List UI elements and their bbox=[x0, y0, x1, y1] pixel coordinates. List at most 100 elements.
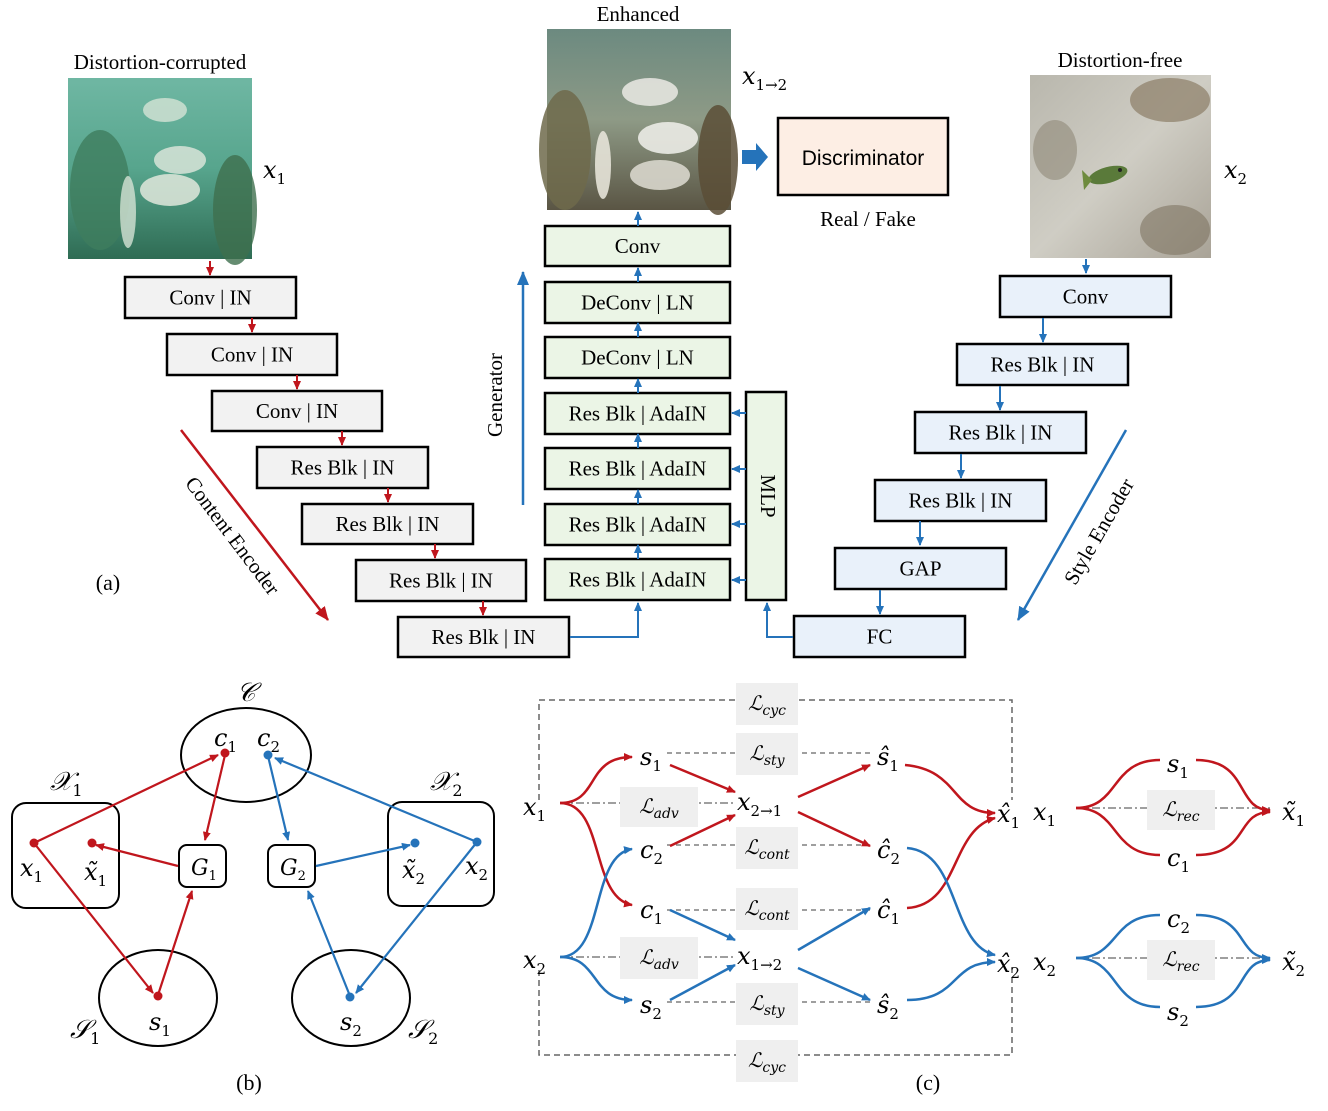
generator-box-6 bbox=[543, 557, 732, 602]
node-s1-top: s1 bbox=[640, 743, 662, 775]
set-s1-label: 𝒮1 bbox=[70, 1015, 100, 1048]
input-image-var: x1 bbox=[263, 156, 286, 188]
style-encoder-box-0 bbox=[998, 274, 1173, 319]
generator-box-3 bbox=[543, 391, 732, 436]
panel-b: 𝒞 𝒳1 𝒳2 𝒮1 𝒮2 c1 c2 x1 x̃1 x̃2 x2 s1 s2 … bbox=[11, 678, 495, 1095]
loss-label-sty-1: ℒsty bbox=[749, 741, 785, 769]
content-encoder-box-5 bbox=[354, 558, 528, 603]
input-image-title: Distortion-corrupted bbox=[74, 50, 247, 74]
ref-image-title: Distortion-free bbox=[1058, 48, 1183, 72]
content-encoder-label-6: Res Blk | IN bbox=[432, 625, 536, 649]
node-x1-right: x1 bbox=[1033, 798, 1056, 830]
discriminator-label: Discriminator bbox=[802, 147, 925, 170]
generator-label-5: Res Blk | AdaIN bbox=[569, 513, 707, 537]
panel-c-label: (c) bbox=[916, 1070, 940, 1095]
style-encoder-label-0: Conv bbox=[1063, 285, 1109, 309]
node-s1: s1 bbox=[149, 1008, 171, 1040]
style-encoder-arrows bbox=[876, 259, 1090, 615]
style-encoder-label-3: Res Blk | IN bbox=[909, 489, 1013, 513]
generator-label-1: DeConv | LN bbox=[581, 291, 694, 315]
to-discriminator-arrow bbox=[742, 143, 768, 171]
node-x2-right: x2 bbox=[1033, 948, 1056, 980]
node-x1: x1 bbox=[20, 854, 43, 886]
cyc-loop-top bbox=[538, 699, 1013, 800]
mlp-label: MLP bbox=[756, 474, 780, 517]
set-x2-box bbox=[387, 801, 495, 907]
loss-label-cyc-0: ℒcyc bbox=[748, 691, 786, 719]
node-c2-hat: ĉ2 bbox=[877, 836, 900, 868]
node-x2-tilde: x̃2 bbox=[1282, 948, 1305, 980]
node-c1-hat: ĉ1 bbox=[877, 896, 900, 928]
input-image bbox=[68, 78, 257, 265]
loss-label-sty-6: ℒsty bbox=[749, 991, 785, 1019]
node-x12: x1→2 bbox=[737, 942, 782, 974]
set-s2-label: 𝒮2 bbox=[408, 1015, 438, 1048]
ref-image-var: x2 bbox=[1224, 156, 1247, 188]
panel-a: Distortion-corrupted x1 Enhanced x1→2 Di… bbox=[68, 2, 1247, 659]
set-c-label: 𝒞 bbox=[237, 678, 263, 708]
node-x21: x2→1 bbox=[737, 788, 782, 820]
panel-b-red-arrows bbox=[33, 754, 227, 996]
node-x1-left-top: x1 bbox=[523, 793, 546, 825]
mlp-to-adain-arrows bbox=[731, 409, 746, 584]
set-s2-ellipse bbox=[291, 949, 411, 1047]
node-c2: c2 bbox=[257, 724, 280, 756]
node-s2-hat: ŝ2 bbox=[877, 991, 899, 1023]
panel-c: ℒcycℒstyℒadvℒcontℒcontℒadvℒstyℒcycℒrecℒr… bbox=[523, 683, 1305, 1095]
loss-box-cyc-0 bbox=[736, 683, 798, 725]
discriminator-box bbox=[776, 116, 950, 197]
node-x2: x2 bbox=[465, 852, 488, 884]
content-encoder-box-3 bbox=[255, 445, 430, 490]
g1-box bbox=[178, 844, 227, 888]
loss-label-cont-4: ℒcont bbox=[744, 896, 790, 924]
node-s2-rec: s2 bbox=[1167, 998, 1189, 1030]
node-x1-hat: x̂1 bbox=[997, 800, 1020, 832]
output-image bbox=[539, 29, 738, 215]
content-encoder-label-0: Conv | IN bbox=[169, 286, 251, 310]
panel-b-blue-dots bbox=[263, 750, 482, 1002]
node-c2-top: c2 bbox=[640, 836, 663, 868]
panel-c-nodes: x1x2s1c2c1s2x2→1x1→2ŝ1ĉ2ĉ1ŝ2x̂1x̂2x1x2s1… bbox=[523, 743, 1305, 1030]
content-encoder-label-2: Conv | IN bbox=[256, 399, 338, 423]
set-s1-ellipse bbox=[98, 949, 218, 1047]
set-x1-box bbox=[11, 802, 120, 909]
node-x1-tilde: x̃1 bbox=[1282, 798, 1305, 830]
generator-label: Generator bbox=[483, 353, 507, 437]
mlp-box bbox=[744, 390, 788, 602]
output-image-title: Enhanced bbox=[597, 2, 680, 26]
generator-label-4: Res Blk | AdaIN bbox=[569, 457, 707, 481]
generator-label-0: Conv bbox=[615, 234, 661, 258]
content-encoder-label-1: Conv | IN bbox=[211, 343, 293, 367]
content-encoder-arrows bbox=[206, 261, 487, 616]
style-encoder-box-5 bbox=[792, 614, 967, 659]
style-encoder-label-4: GAP bbox=[899, 557, 941, 581]
node-g2: G2 bbox=[280, 856, 306, 884]
panel-b-red-dots bbox=[29, 748, 230, 1001]
loss-box-sty-6 bbox=[736, 983, 798, 1025]
panel-b-blue-arrows bbox=[266, 755, 478, 997]
style-encoder-label-2: Res Blk | IN bbox=[949, 421, 1053, 445]
real-fake-label: Real / Fake bbox=[820, 207, 916, 231]
panel-a-label: (a) bbox=[96, 570, 120, 595]
style-encoder-box-1 bbox=[955, 342, 1130, 387]
style-encoder-direction-arrow bbox=[1016, 429, 1128, 621]
g2-box bbox=[267, 844, 316, 888]
content-encoder-label-3: Res Blk | IN bbox=[291, 456, 395, 480]
set-x2-label: 𝒳2 bbox=[430, 767, 463, 800]
loss-box-cont-4 bbox=[736, 888, 798, 930]
content-encoder: Conv | IN Conv | IN Conv | IN Res Blk | IN R… bbox=[123, 275, 571, 659]
node-c2-rec: c2 bbox=[1167, 905, 1190, 937]
panel-c-blue-curves bbox=[559, 846, 1271, 1009]
generator-label-3: Res Blk | AdaIN bbox=[569, 402, 707, 426]
loss-box-rec-9 bbox=[1147, 940, 1215, 980]
node-x2-left-bottom: x2 bbox=[523, 946, 546, 978]
generator-box-4 bbox=[543, 446, 732, 491]
content-encoder-label-4: Res Blk | IN bbox=[336, 512, 440, 536]
set-x1-label: 𝒳1 bbox=[50, 767, 83, 800]
style-encoder-label-1: Res Blk | IN bbox=[991, 353, 1095, 377]
generator-label-2: DeConv | LN bbox=[581, 346, 694, 370]
node-c1: c1 bbox=[214, 724, 237, 756]
generator-label-6: Res Blk | AdaIN bbox=[569, 568, 707, 592]
loss-boxes: ℒcycℒstyℒadvℒcontℒcontℒadvℒstyℒcycℒrecℒr… bbox=[620, 683, 1215, 1082]
